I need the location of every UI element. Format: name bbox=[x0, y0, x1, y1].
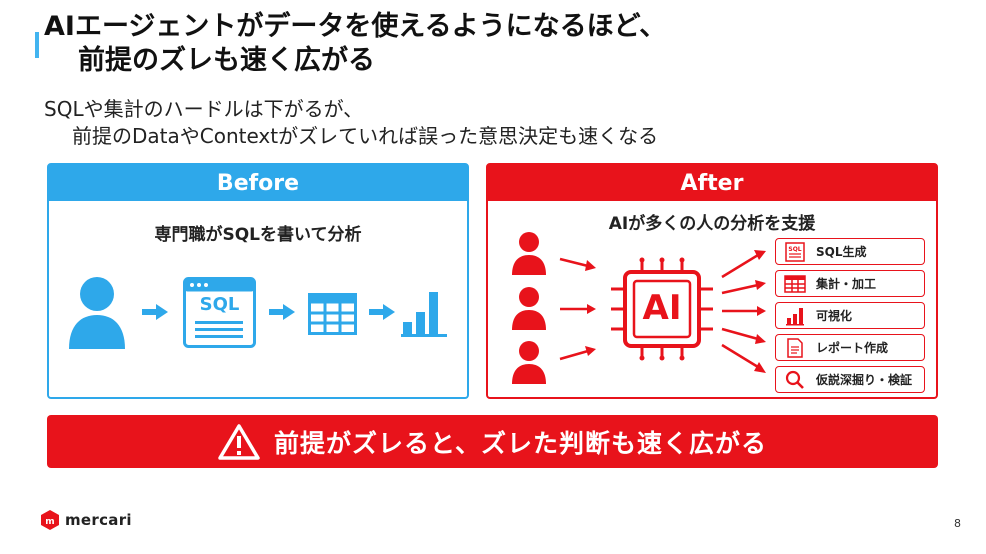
mercari-logo-icon: m bbox=[41, 510, 59, 530]
tool-label: 集計・加工 bbox=[816, 277, 877, 291]
ai-tools-list: SQL SQL生成 集計・加工 可視化 レポート作成 仮説深掘 bbox=[775, 238, 925, 398]
after-caption: AIが多くの人の分析を支援 bbox=[608, 214, 816, 234]
subtitle-line-2: 前提のDataやContextがズレていれば誤った意思決定も速くなる bbox=[72, 124, 659, 148]
tool-aggregation: 集計・加工 bbox=[775, 270, 925, 297]
arrow-right-icon bbox=[142, 304, 168, 320]
tool-visualization: 可視化 bbox=[775, 302, 925, 329]
bar-chart-icon bbox=[784, 306, 806, 326]
arrow-right-icon bbox=[369, 304, 395, 320]
tool-report: レポート作成 bbox=[775, 334, 925, 361]
arrow-right-icon bbox=[269, 304, 295, 320]
after-panel: After AIが多くの人の分析を支援 AI bbox=[486, 163, 938, 399]
warning-icon bbox=[218, 423, 260, 460]
before-header: Before bbox=[49, 165, 467, 201]
sql-label: SQL bbox=[199, 294, 240, 315]
warning-banner: 前提がズレると、ズレた判断も速く広がる bbox=[47, 415, 938, 468]
title-line-2: 前提のズレも速く広がる bbox=[78, 45, 375, 76]
people-group-icon bbox=[512, 232, 546, 384]
svg-text:m: m bbox=[45, 517, 54, 527]
tool-label: レポート作成 bbox=[816, 341, 889, 355]
after-header: After bbox=[488, 165, 936, 201]
sql-doc-icon: SQL bbox=[784, 241, 806, 262]
tool-label: 仮説深掘り・検証 bbox=[816, 373, 913, 387]
sql-window-icon: SQL bbox=[183, 277, 256, 348]
subtitle-line-1: SQLや集計のハードルは下がるが、 bbox=[44, 97, 364, 121]
tool-label: 可視化 bbox=[816, 309, 853, 323]
page-number: 8 bbox=[954, 517, 961, 530]
slide-subtitle: SQLや集計のハードルは下がるが、 前提のDataやContextがズレていれば… bbox=[44, 96, 658, 150]
before-panel: Before 専門職がSQLを書いて分析 SQL bbox=[47, 163, 469, 399]
ai-chip-icon: AI bbox=[609, 257, 715, 361]
mercari-logo: m mercari bbox=[40, 509, 132, 531]
ai-chip-label: AI bbox=[642, 288, 682, 328]
arrows-to-tools-icon bbox=[721, 250, 766, 373]
title-line-1: AIエージェントがデータを使えるようになるほど、 bbox=[44, 11, 667, 42]
tool-sql-generation: SQL SQL生成 bbox=[775, 238, 925, 265]
table-icon bbox=[784, 274, 806, 294]
tool-label: SQL生成 bbox=[816, 245, 867, 259]
person-icon bbox=[69, 277, 125, 349]
slide-title: AIエージェントがデータを使えるようになるほど、 前提のズレも速く広がる bbox=[44, 10, 666, 78]
table-icon bbox=[308, 293, 357, 335]
document-icon bbox=[784, 337, 806, 358]
logo-text: mercari bbox=[65, 511, 132, 529]
svg-text:SQL: SQL bbox=[788, 246, 801, 253]
before-caption: 専門職がSQLを書いて分析 bbox=[154, 225, 362, 245]
banner-text: 前提がズレると、ズレた判断も速く広がる bbox=[273, 428, 767, 458]
search-icon bbox=[784, 370, 806, 390]
tool-hypothesis: 仮説深掘り・検証 bbox=[775, 366, 925, 393]
title-accent-bar bbox=[35, 32, 39, 58]
bar-chart-icon bbox=[401, 292, 447, 337]
arrows-to-ai-icon bbox=[559, 257, 596, 361]
